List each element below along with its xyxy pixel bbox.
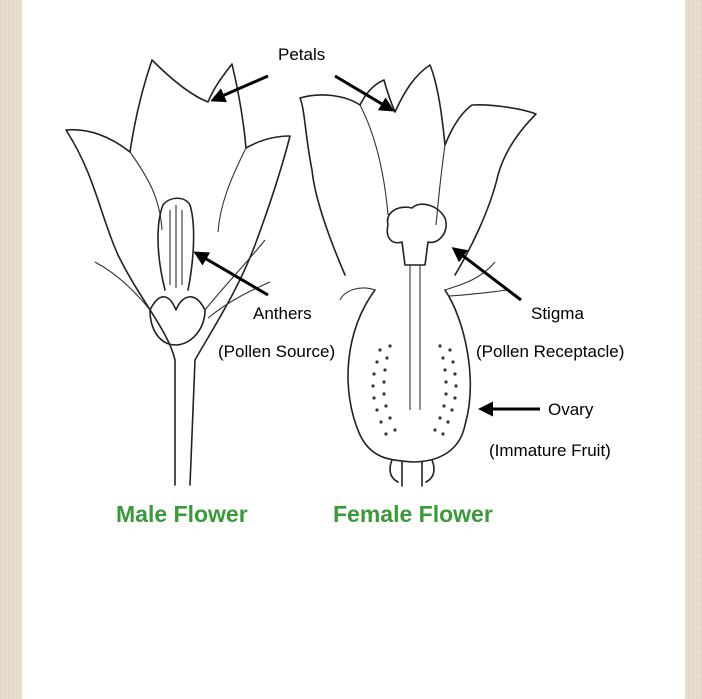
female-flower [300, 65, 536, 486]
male-flower-caption: Male Flower [116, 501, 248, 527]
stigma-label: Stigma [531, 304, 584, 323]
ovary-label: Ovary [548, 400, 594, 419]
petals-label: Petals [278, 45, 325, 64]
pollen-source-label: (Pollen Source) [218, 342, 335, 361]
male-flower-inner-petal [130, 148, 246, 232]
male-anther-lines [170, 205, 182, 288]
female-stem [390, 460, 434, 486]
anthers-arrow [196, 253, 268, 295]
female-style [410, 265, 420, 410]
ovary-ovules [371, 344, 457, 435]
male-flower-base [150, 297, 205, 345]
male-flower-petals [66, 60, 290, 485]
immature-fruit-label: (Immature Fruit) [489, 441, 611, 460]
pollen-receptacle-label: (Pollen Receptacle) [476, 342, 624, 361]
female-sepals [340, 262, 508, 300]
anthers-label: Anthers [253, 304, 312, 323]
female-flower-caption: Female Flower [333, 501, 493, 527]
male-flower [66, 60, 290, 485]
female-ovary [348, 290, 470, 462]
female-flower-petals [300, 65, 536, 275]
